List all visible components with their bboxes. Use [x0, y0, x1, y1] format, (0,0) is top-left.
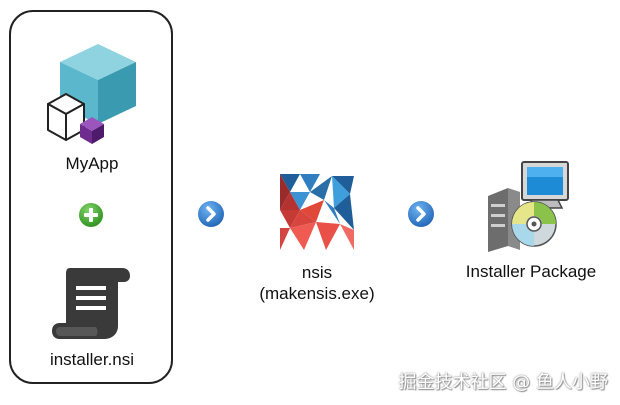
installer-package-label: Installer Package	[456, 262, 606, 282]
myapp-label: MyApp	[50, 154, 134, 174]
chevron-right-circle-icon	[407, 200, 435, 228]
chevron-right-circle-icon	[197, 200, 225, 228]
nsis-logo-icon	[280, 174, 354, 250]
nsis-label-line1: nsis	[250, 262, 384, 283]
plus-circle-icon	[78, 202, 104, 228]
installer-nsi-label: installer.nsi	[36, 350, 148, 370]
scroll-document-icon	[52, 264, 132, 342]
nsis-label-line2: (makensis.exe)	[250, 283, 384, 304]
nsis-label: nsis (makensis.exe)	[250, 262, 384, 304]
cube-cluster-icon	[44, 42, 138, 144]
installer-package-icon	[484, 160, 576, 252]
watermark: 掘金技术社区 @ 鱼人小野	[399, 372, 608, 394]
